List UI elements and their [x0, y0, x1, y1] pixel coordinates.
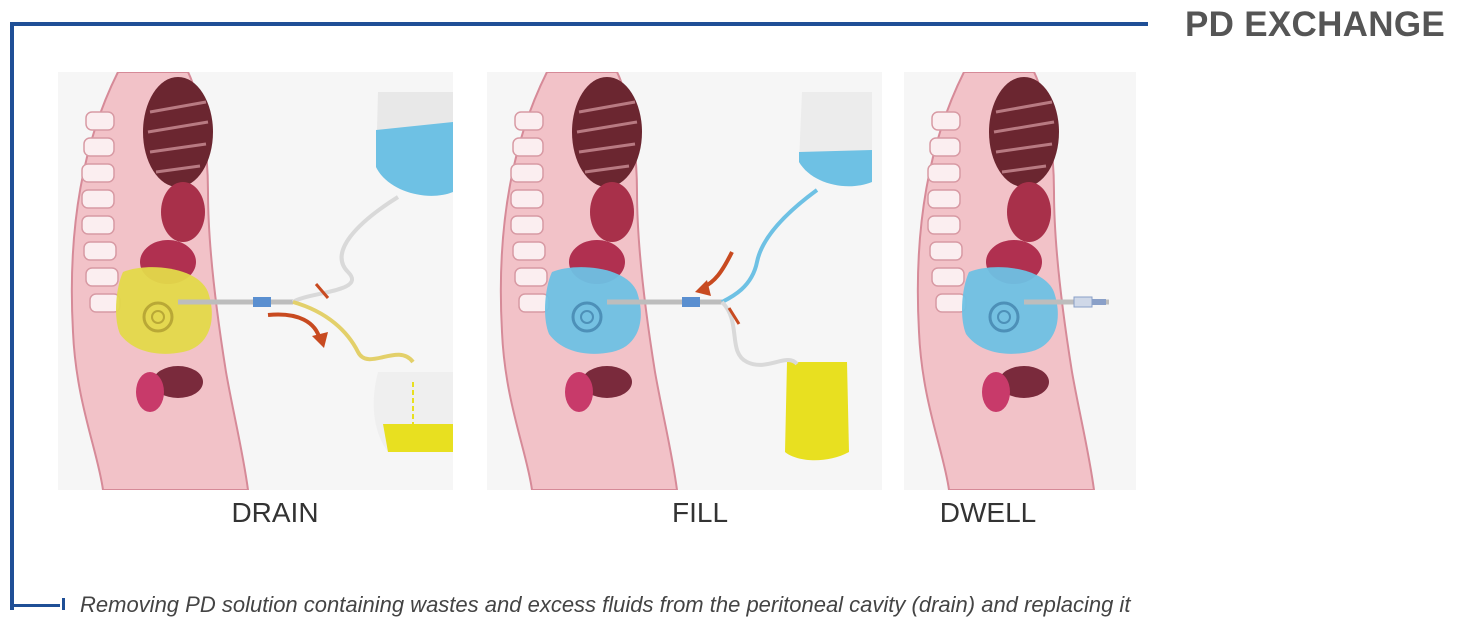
- fill-illustration: [487, 72, 882, 490]
- caption-text: Removing PD solution containing wastes a…: [80, 592, 1130, 618]
- dwell-illustration: [904, 72, 1136, 490]
- frame-bottom-tick: [14, 604, 60, 607]
- page-title: PD EXCHANGE: [1185, 5, 1445, 45]
- step-label-drain: DRAIN: [210, 497, 340, 529]
- step-label-dwell: DWELL: [918, 497, 1058, 529]
- step-label-fill: FILL: [640, 497, 760, 529]
- frame-top-border: [10, 22, 1148, 26]
- caption-bullet-tick: [62, 598, 65, 610]
- drain-illustration: [58, 72, 453, 490]
- frame-left-border: [10, 22, 14, 610]
